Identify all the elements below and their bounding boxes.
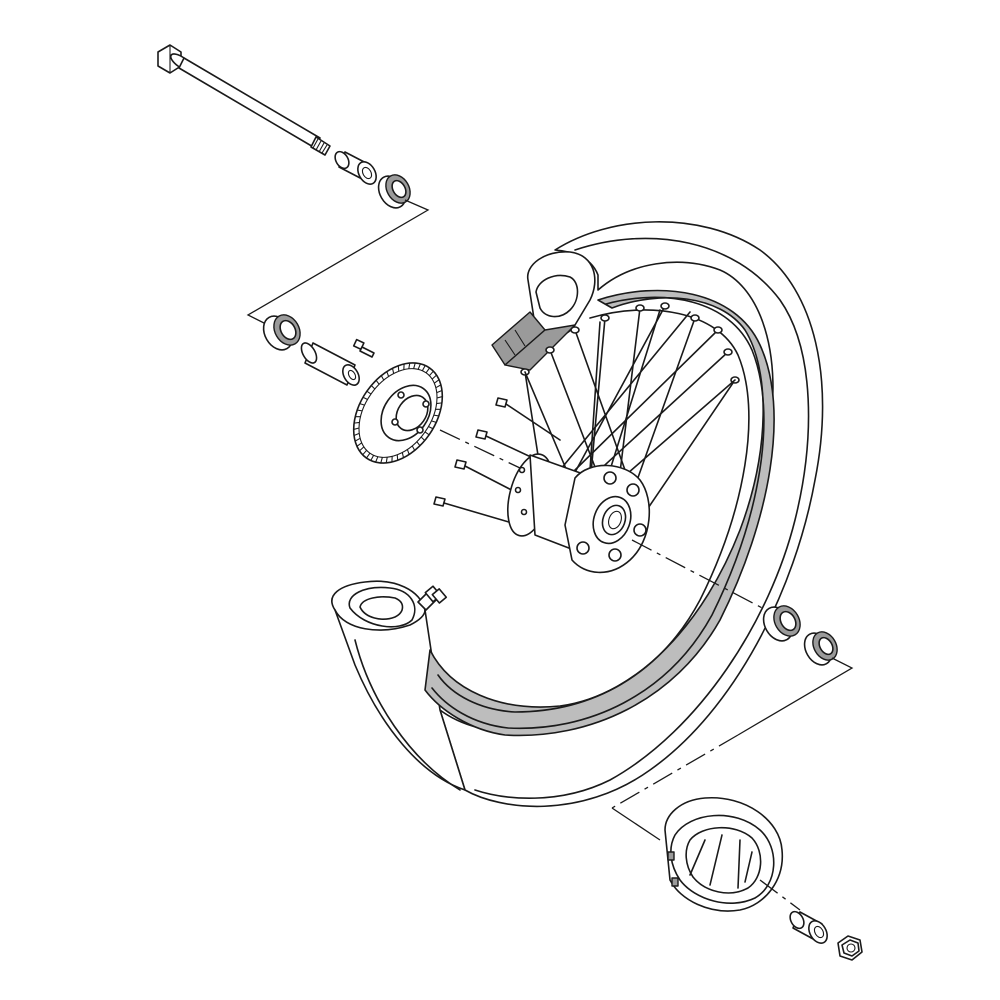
rotor-tooth bbox=[413, 362, 416, 369]
valve-icon bbox=[417, 585, 448, 611]
collar-icon bbox=[334, 150, 377, 185]
rotor-tooth bbox=[356, 442, 363, 447]
rotor-tooth bbox=[366, 390, 372, 395]
rotor-tooth bbox=[428, 426, 434, 430]
rotor-tooth bbox=[385, 457, 388, 464]
rotor-tooth bbox=[353, 432, 360, 436]
inner-tube-icon bbox=[491, 251, 596, 371]
oil-seal-icon bbox=[803, 631, 838, 666]
screw-icon bbox=[352, 338, 375, 358]
rotor-tooth bbox=[380, 375, 385, 381]
rotor-tooth bbox=[362, 396, 368, 400]
spoke-nipple bbox=[723, 348, 733, 356]
rotor-tooth bbox=[359, 403, 365, 406]
rotor-tooth bbox=[370, 455, 375, 461]
rotor-tooth bbox=[370, 385, 376, 390]
bearing-icon bbox=[762, 605, 801, 642]
spoke bbox=[524, 371, 541, 469]
spoke bbox=[639, 379, 736, 521]
spoke-nipple bbox=[545, 346, 555, 354]
rotor-tooth bbox=[416, 441, 421, 447]
rim-band-icon bbox=[424, 289, 775, 737]
gear-housing-icon bbox=[664, 797, 784, 912]
spoke bbox=[619, 379, 736, 481]
spoke-nipple bbox=[690, 314, 700, 322]
rotor-tooth bbox=[375, 379, 380, 385]
rotor-tooth bbox=[357, 409, 363, 412]
rotor-tooth bbox=[359, 446, 365, 452]
inner-tube-icon bbox=[348, 586, 416, 628]
spoke-nipple bbox=[660, 302, 670, 310]
rotor-tooth bbox=[433, 414, 439, 417]
spoke-icon bbox=[520, 302, 740, 556]
spoke-nipple bbox=[570, 326, 580, 334]
spoke bbox=[559, 311, 691, 471]
rotor-tooth bbox=[436, 402, 442, 405]
rotor-tooth bbox=[433, 379, 440, 384]
rotor-tooth bbox=[366, 452, 371, 459]
rotor-tooth bbox=[431, 420, 437, 423]
rotor-tooth bbox=[431, 374, 437, 380]
oil-seal-icon bbox=[377, 174, 411, 209]
rotor-tooth bbox=[354, 421, 360, 424]
rotor-tooth bbox=[421, 365, 426, 371]
rotor-tooth bbox=[362, 449, 368, 456]
rotor-tooth bbox=[380, 457, 383, 464]
abs-rotor-icon bbox=[352, 362, 444, 464]
axle-bolt-icon bbox=[157, 44, 331, 156]
spoke-nipple bbox=[600, 314, 610, 322]
spoke bbox=[589, 321, 601, 471]
rotor-tooth bbox=[435, 384, 442, 389]
rotor-tooth bbox=[406, 449, 410, 455]
collar-icon bbox=[789, 910, 828, 944]
rotor-tooth bbox=[354, 437, 361, 442]
rotor-tooth bbox=[428, 370, 434, 377]
rotor-tooth bbox=[424, 431, 430, 436]
rotor-tooth bbox=[353, 427, 360, 430]
rotor-tooth bbox=[408, 362, 411, 369]
bearing-icon bbox=[262, 314, 301, 351]
rotor-tooth bbox=[401, 452, 405, 458]
hub-icon bbox=[507, 453, 651, 574]
rotor-tooth bbox=[417, 363, 421, 370]
spoke bbox=[574, 329, 719, 471]
rotor-tooth bbox=[420, 436, 426, 441]
rotor-tooth bbox=[386, 371, 390, 377]
spoke-nipple bbox=[635, 304, 645, 312]
nut-icon bbox=[837, 935, 863, 961]
spoke-nipple bbox=[713, 326, 723, 334]
rotor-tooth bbox=[436, 396, 443, 399]
spoke bbox=[629, 317, 696, 501]
rotor-tooth bbox=[411, 445, 416, 451]
spacer-tube-icon bbox=[300, 342, 360, 386]
rotor-tooth bbox=[436, 390, 443, 394]
rotor-tooth bbox=[425, 367, 430, 374]
rotor-tooth bbox=[375, 456, 379, 463]
rotor-tooth bbox=[391, 368, 395, 374]
spoke bbox=[609, 309, 661, 471]
